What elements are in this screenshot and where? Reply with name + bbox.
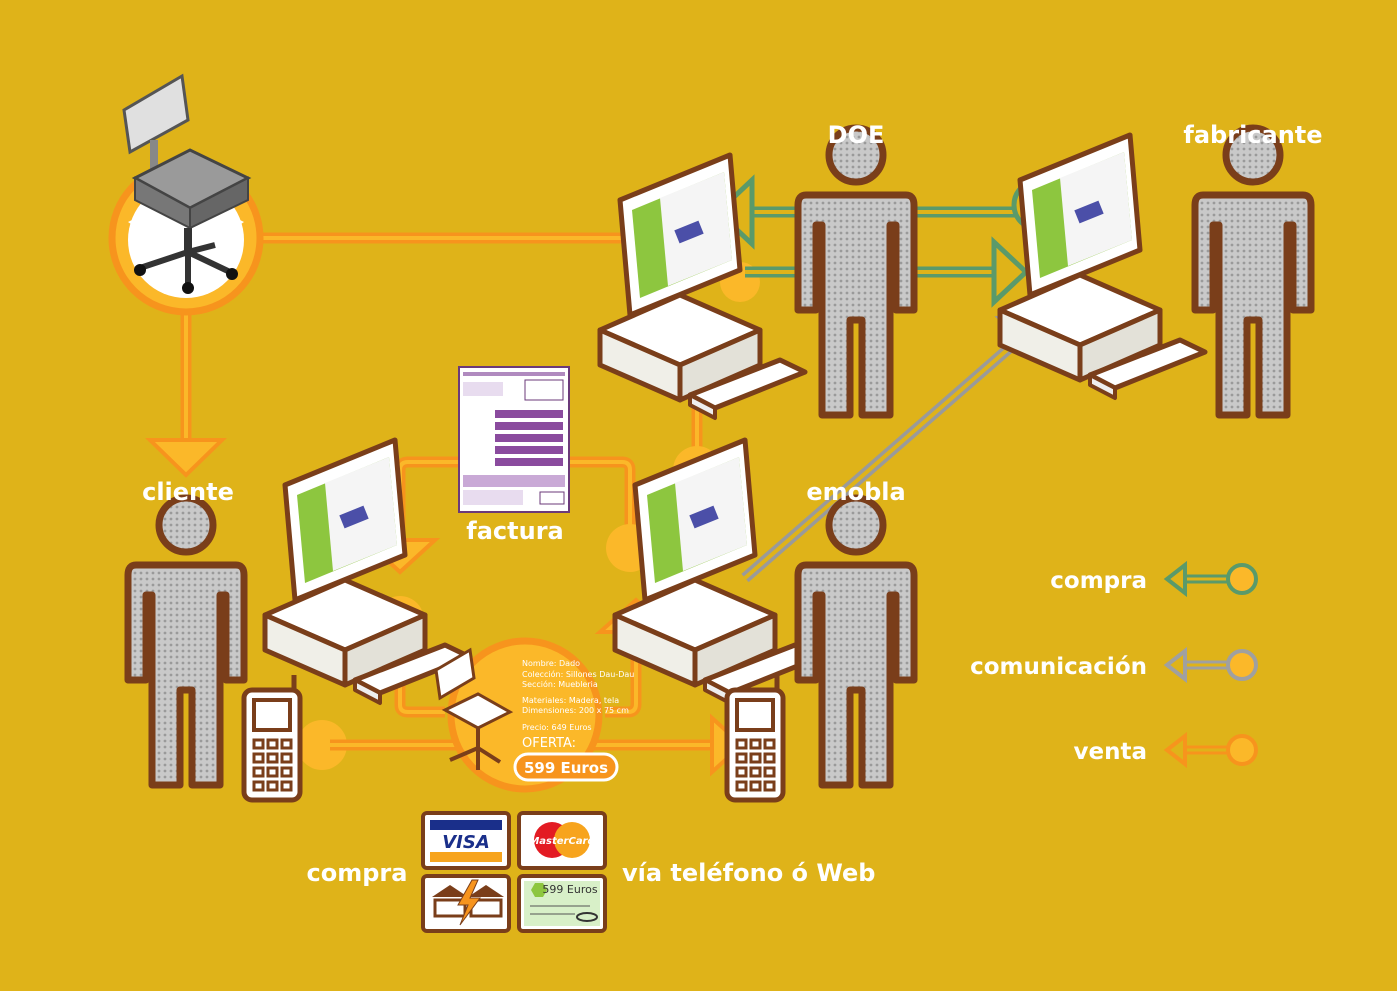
legend-arrow-icon	[1163, 646, 1187, 684]
product-seccion: Sección: Muebleria	[522, 679, 598, 689]
arrow-to-fabricante-computer	[991, 236, 1030, 308]
bank-transfer-icon	[421, 874, 511, 933]
cheque-icon: 599 Euros	[517, 874, 607, 933]
chair-icon	[122, 73, 252, 294]
legend-arrow-icon	[1163, 731, 1187, 769]
legend-item: compra	[1050, 560, 1258, 598]
mastercard-icon: MasterCard	[517, 811, 607, 870]
label-factura: factura	[466, 517, 563, 545]
arrow-to-cliente	[145, 438, 227, 478]
product-dimensiones: Dimensiones: 200 x 75 cm	[522, 706, 629, 715]
legend-dot-icon	[1226, 734, 1258, 766]
product-nombre: Nombre: Dado	[522, 659, 580, 668]
label-emobla: emobla	[806, 478, 905, 506]
legend: compra comunicación venta	[970, 560, 1258, 769]
product-precio: Precio: 649 Euros	[522, 723, 592, 732]
legend-arrow-icon	[1163, 560, 1187, 598]
label-via: vía teléfono ó Web	[622, 859, 875, 887]
svg-text:599 Euros: 599 Euros	[542, 883, 597, 896]
legend-dot-icon	[1226, 649, 1258, 681]
chair-burst	[108, 73, 264, 316]
svg-text:MasterCard: MasterCard	[529, 836, 595, 847]
invoice-document	[458, 366, 570, 513]
flow-dot	[297, 720, 347, 770]
product-coleccion: Colección: Sillones Dau-Dau	[522, 669, 634, 679]
legend-dot-icon	[1226, 563, 1258, 595]
label-cliente: cliente	[142, 478, 234, 506]
visa-card-icon: VISA	[421, 811, 511, 870]
product-oferta: OFERTA:	[522, 736, 576, 751]
offer-price-badge	[513, 752, 619, 782]
legend-label: compra	[1050, 568, 1147, 594]
svg-text:VISA: VISA	[442, 832, 490, 853]
payment-methods: VISA MasterCard 599 Euros	[421, 811, 607, 933]
legend-label: comunicación	[970, 654, 1147, 680]
label-fabricante: fabricante	[1183, 121, 1322, 149]
emobla-phone-icon	[727, 675, 783, 800]
product-materiales: Materiales: Madera, tela	[522, 696, 619, 705]
offer-price: 599 Euros	[524, 759, 608, 777]
cliente-phone-icon	[244, 675, 300, 800]
label-compra-bottom: compra	[307, 859, 408, 887]
legend-item: venta	[1074, 731, 1258, 769]
chair-small-icon	[434, 647, 514, 770]
product-offer: Nombre: Dado Colección: Sillones Dau-Dau…	[434, 637, 634, 793]
legend-label: venta	[1074, 739, 1147, 765]
legend-item: comunicación	[970, 646, 1258, 684]
label-doe: DOE	[828, 121, 885, 149]
